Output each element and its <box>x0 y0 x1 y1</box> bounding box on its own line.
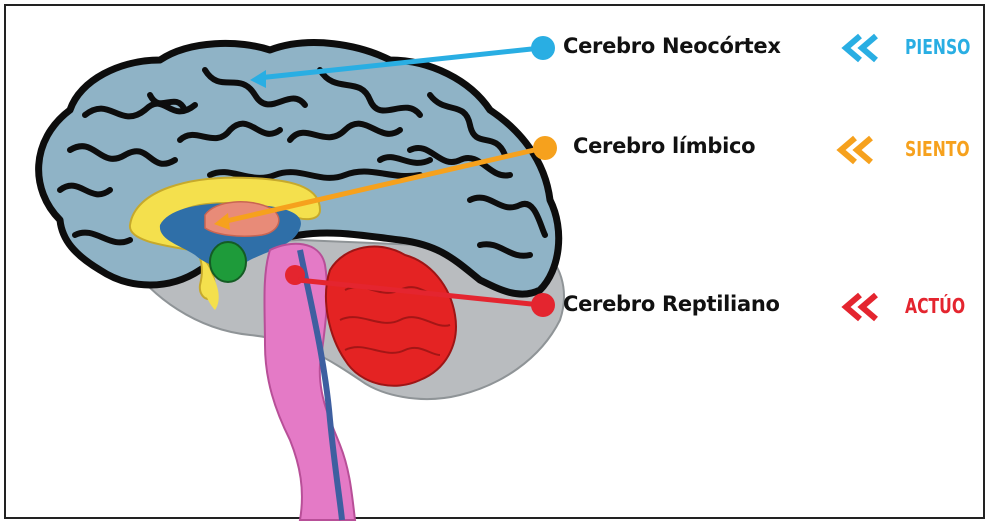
neocortex-pointer-dot <box>531 36 555 60</box>
amygdala <box>210 242 246 282</box>
double-chevron-left-icon <box>840 33 880 63</box>
double-chevron-left-icon <box>840 292 880 322</box>
double-chevron-left-icon <box>835 135 875 165</box>
reptilian-label: Cerebro Reptiliano <box>563 292 780 316</box>
reptilian-pointer-dot <box>531 293 555 317</box>
neocortex-label: Cerebro Neocórtex <box>563 34 781 58</box>
limbic-pointer-dot <box>533 136 557 160</box>
limbic-label: Cerebro límbico <box>573 134 755 158</box>
pienso-tag: PIENSO <box>905 35 970 59</box>
actuo-tag: ACTÚO <box>905 294 965 318</box>
siento-tag: SIENTO <box>905 137 970 161</box>
